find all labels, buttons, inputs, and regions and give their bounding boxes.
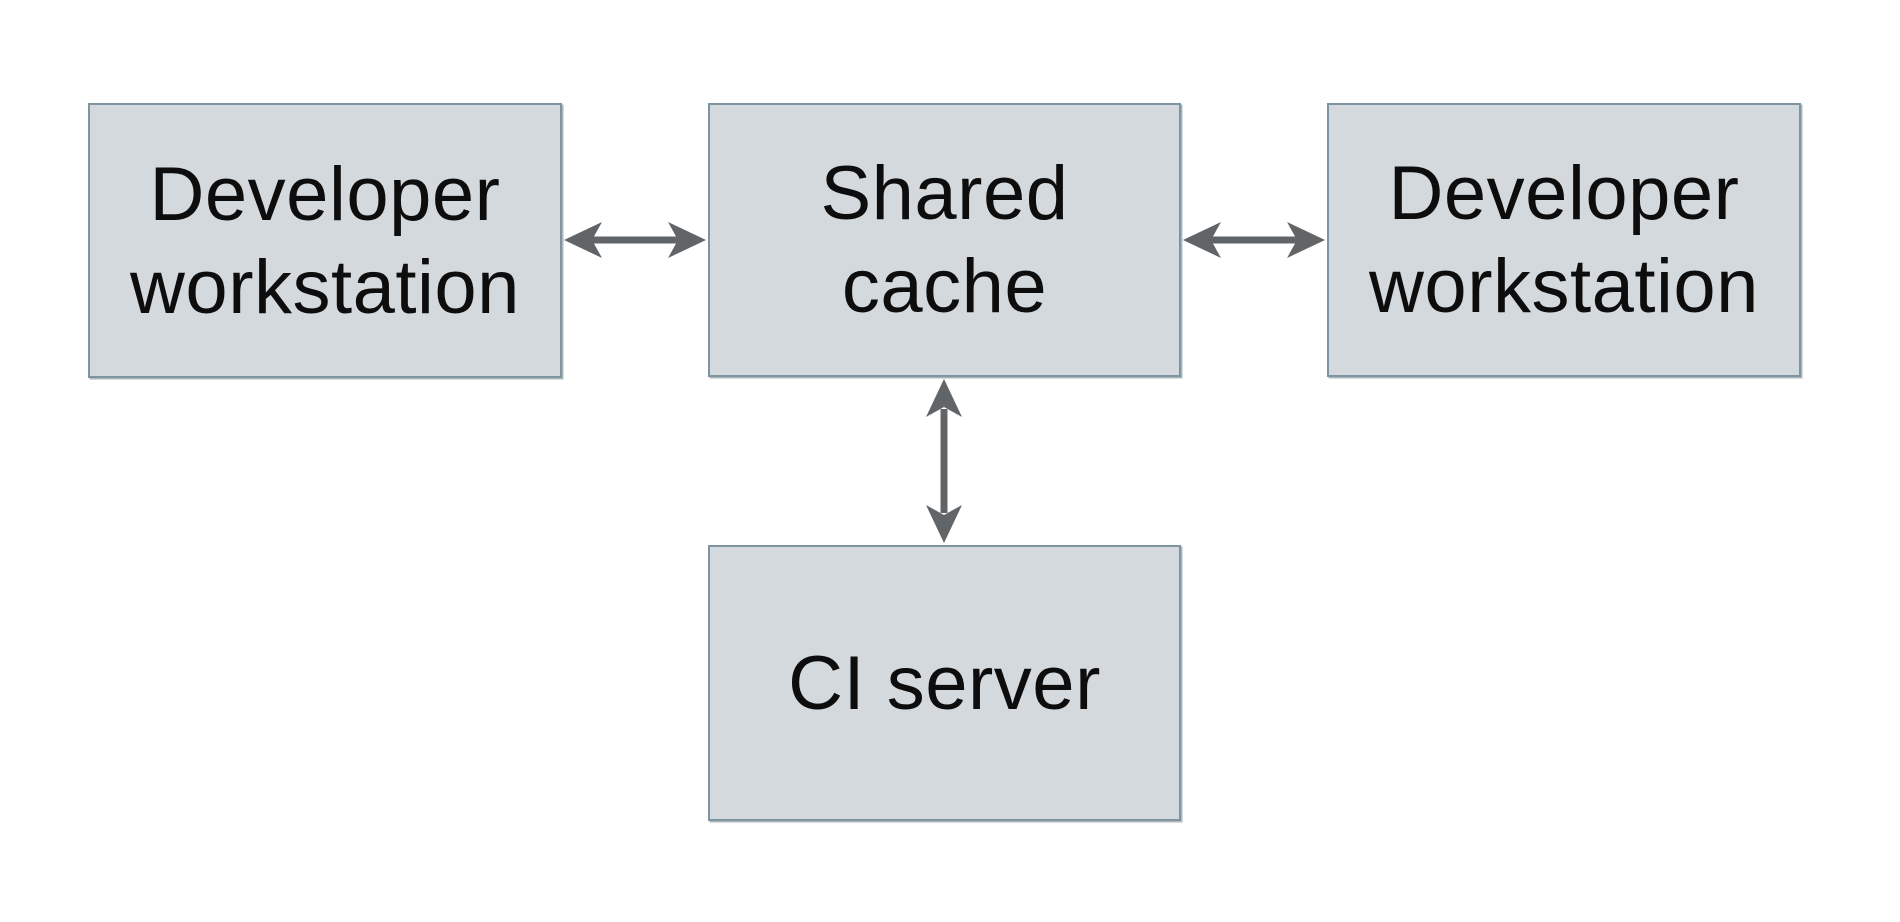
node-ci-server: CI server (708, 545, 1181, 821)
node-label-line: workstation (1369, 244, 1759, 329)
bidirectional-arrow-cache-to-right-workstation (1181, 216, 1327, 264)
bidirectional-arrow-cache-to-ci-server (920, 377, 968, 545)
node-label-line: Developer (1388, 151, 1740, 236)
node-label-line: workstation (130, 244, 520, 330)
double-arrow-vertical-icon (926, 379, 962, 543)
node-shared-cache: Shared cache (708, 103, 1181, 377)
node-label-line: cache (841, 244, 1048, 329)
node-developer-workstation-left: Developer workstation (88, 103, 562, 378)
double-arrow-horizontal-icon (1183, 222, 1325, 258)
double-arrow-horizontal-icon (564, 222, 706, 258)
node-developer-workstation-right: Developer workstation (1327, 103, 1801, 377)
node-label-line: Developer (149, 151, 501, 237)
node-label-line: Shared (820, 151, 1069, 236)
node-label-line: CI server (788, 640, 1101, 726)
bidirectional-arrow-left-workstation-to-cache (562, 216, 708, 264)
